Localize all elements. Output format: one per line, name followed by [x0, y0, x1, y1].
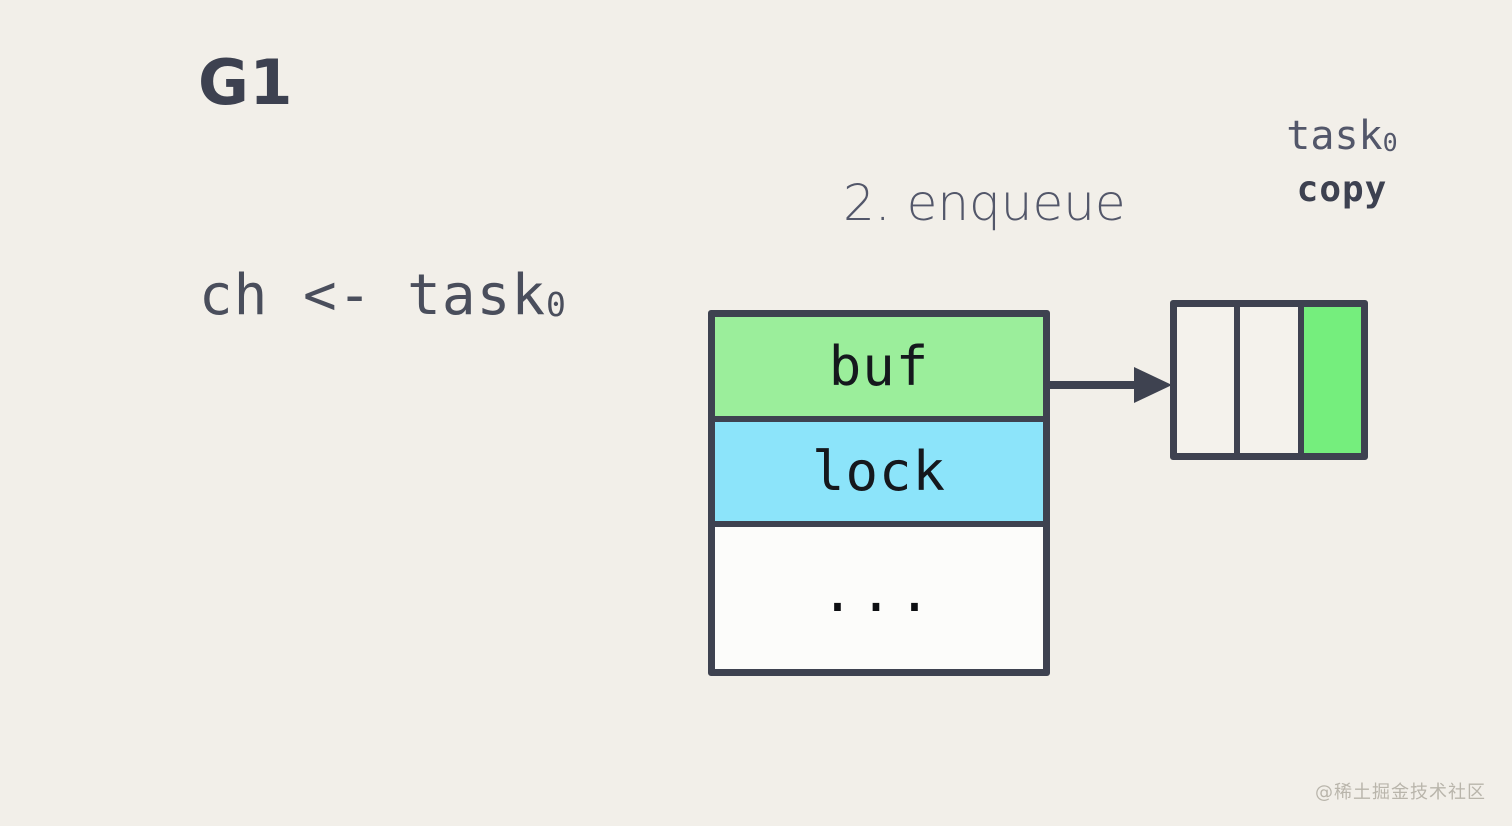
copied-task-base: task [1286, 113, 1383, 159]
send-value-subscript: 0 [546, 285, 566, 324]
task-copy-annotation: task0 copy [1262, 116, 1422, 208]
copied-task-subscript: 0 [1382, 128, 1398, 157]
buf-to-buffer-arrow-icon [1050, 367, 1172, 403]
channel-struct-box: buf lock ... [708, 310, 1050, 676]
ring-buffer-slot-0 [1177, 307, 1235, 453]
chan-field-buf-label: buf [828, 335, 930, 398]
send-value-base: task [407, 263, 547, 328]
send-spacer-2 [372, 263, 407, 328]
step-caption: 2. enqueue [843, 174, 1126, 232]
channel-send-statement: ch <- task0 [60, 212, 566, 380]
chan-field-lock: lock [715, 422, 1043, 527]
send-operator: <- [303, 263, 373, 328]
ring-buffer-slot-1 [1240, 307, 1298, 453]
send-channel-name: ch [198, 263, 269, 328]
watermark: @稀土掘金技术社区 [1315, 782, 1486, 803]
chan-field-ellipsis-label: ... [821, 560, 937, 624]
ring-buffer-slot-2 [1303, 307, 1361, 453]
copied-task-label: task0 [1262, 116, 1422, 156]
goroutine-label: G1 [198, 46, 294, 119]
chan-field-buf: buf [715, 317, 1043, 422]
chan-field-lock-label: lock [811, 440, 947, 503]
chan-field-ellipsis: ... [715, 527, 1043, 669]
copy-keyword-label: copy [1296, 169, 1388, 210]
ring-buffer-array [1170, 300, 1368, 460]
send-spacer-1 [268, 263, 303, 328]
